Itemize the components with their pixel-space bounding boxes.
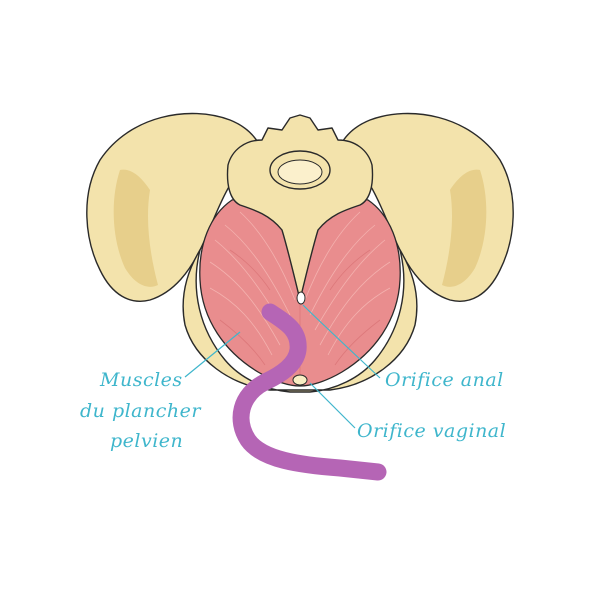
sacrum (226, 114, 374, 301)
orifices (292, 291, 308, 386)
labels: Muscles du plancher pelvien Orifice anal… (80, 369, 506, 452)
muscles-label-line1: Muscles (99, 369, 183, 391)
anal-orifice (296, 291, 306, 305)
pelvic-ring (182, 249, 418, 393)
vaginal-orifice (292, 374, 308, 386)
anal-leader (302, 304, 381, 379)
vaginal-label: Orifice vaginal (357, 420, 506, 442)
right-iliac-bone (337, 112, 514, 302)
muscles-label-line3: pelvien (110, 430, 183, 452)
muscles-label-line2: du plancher (80, 400, 202, 422)
muscles-leader (184, 331, 241, 378)
vaginal-leader (309, 382, 356, 429)
anal-label: Orifice anal (385, 369, 504, 391)
purple-probe (232, 303, 387, 481)
leader-lines (184, 304, 381, 429)
